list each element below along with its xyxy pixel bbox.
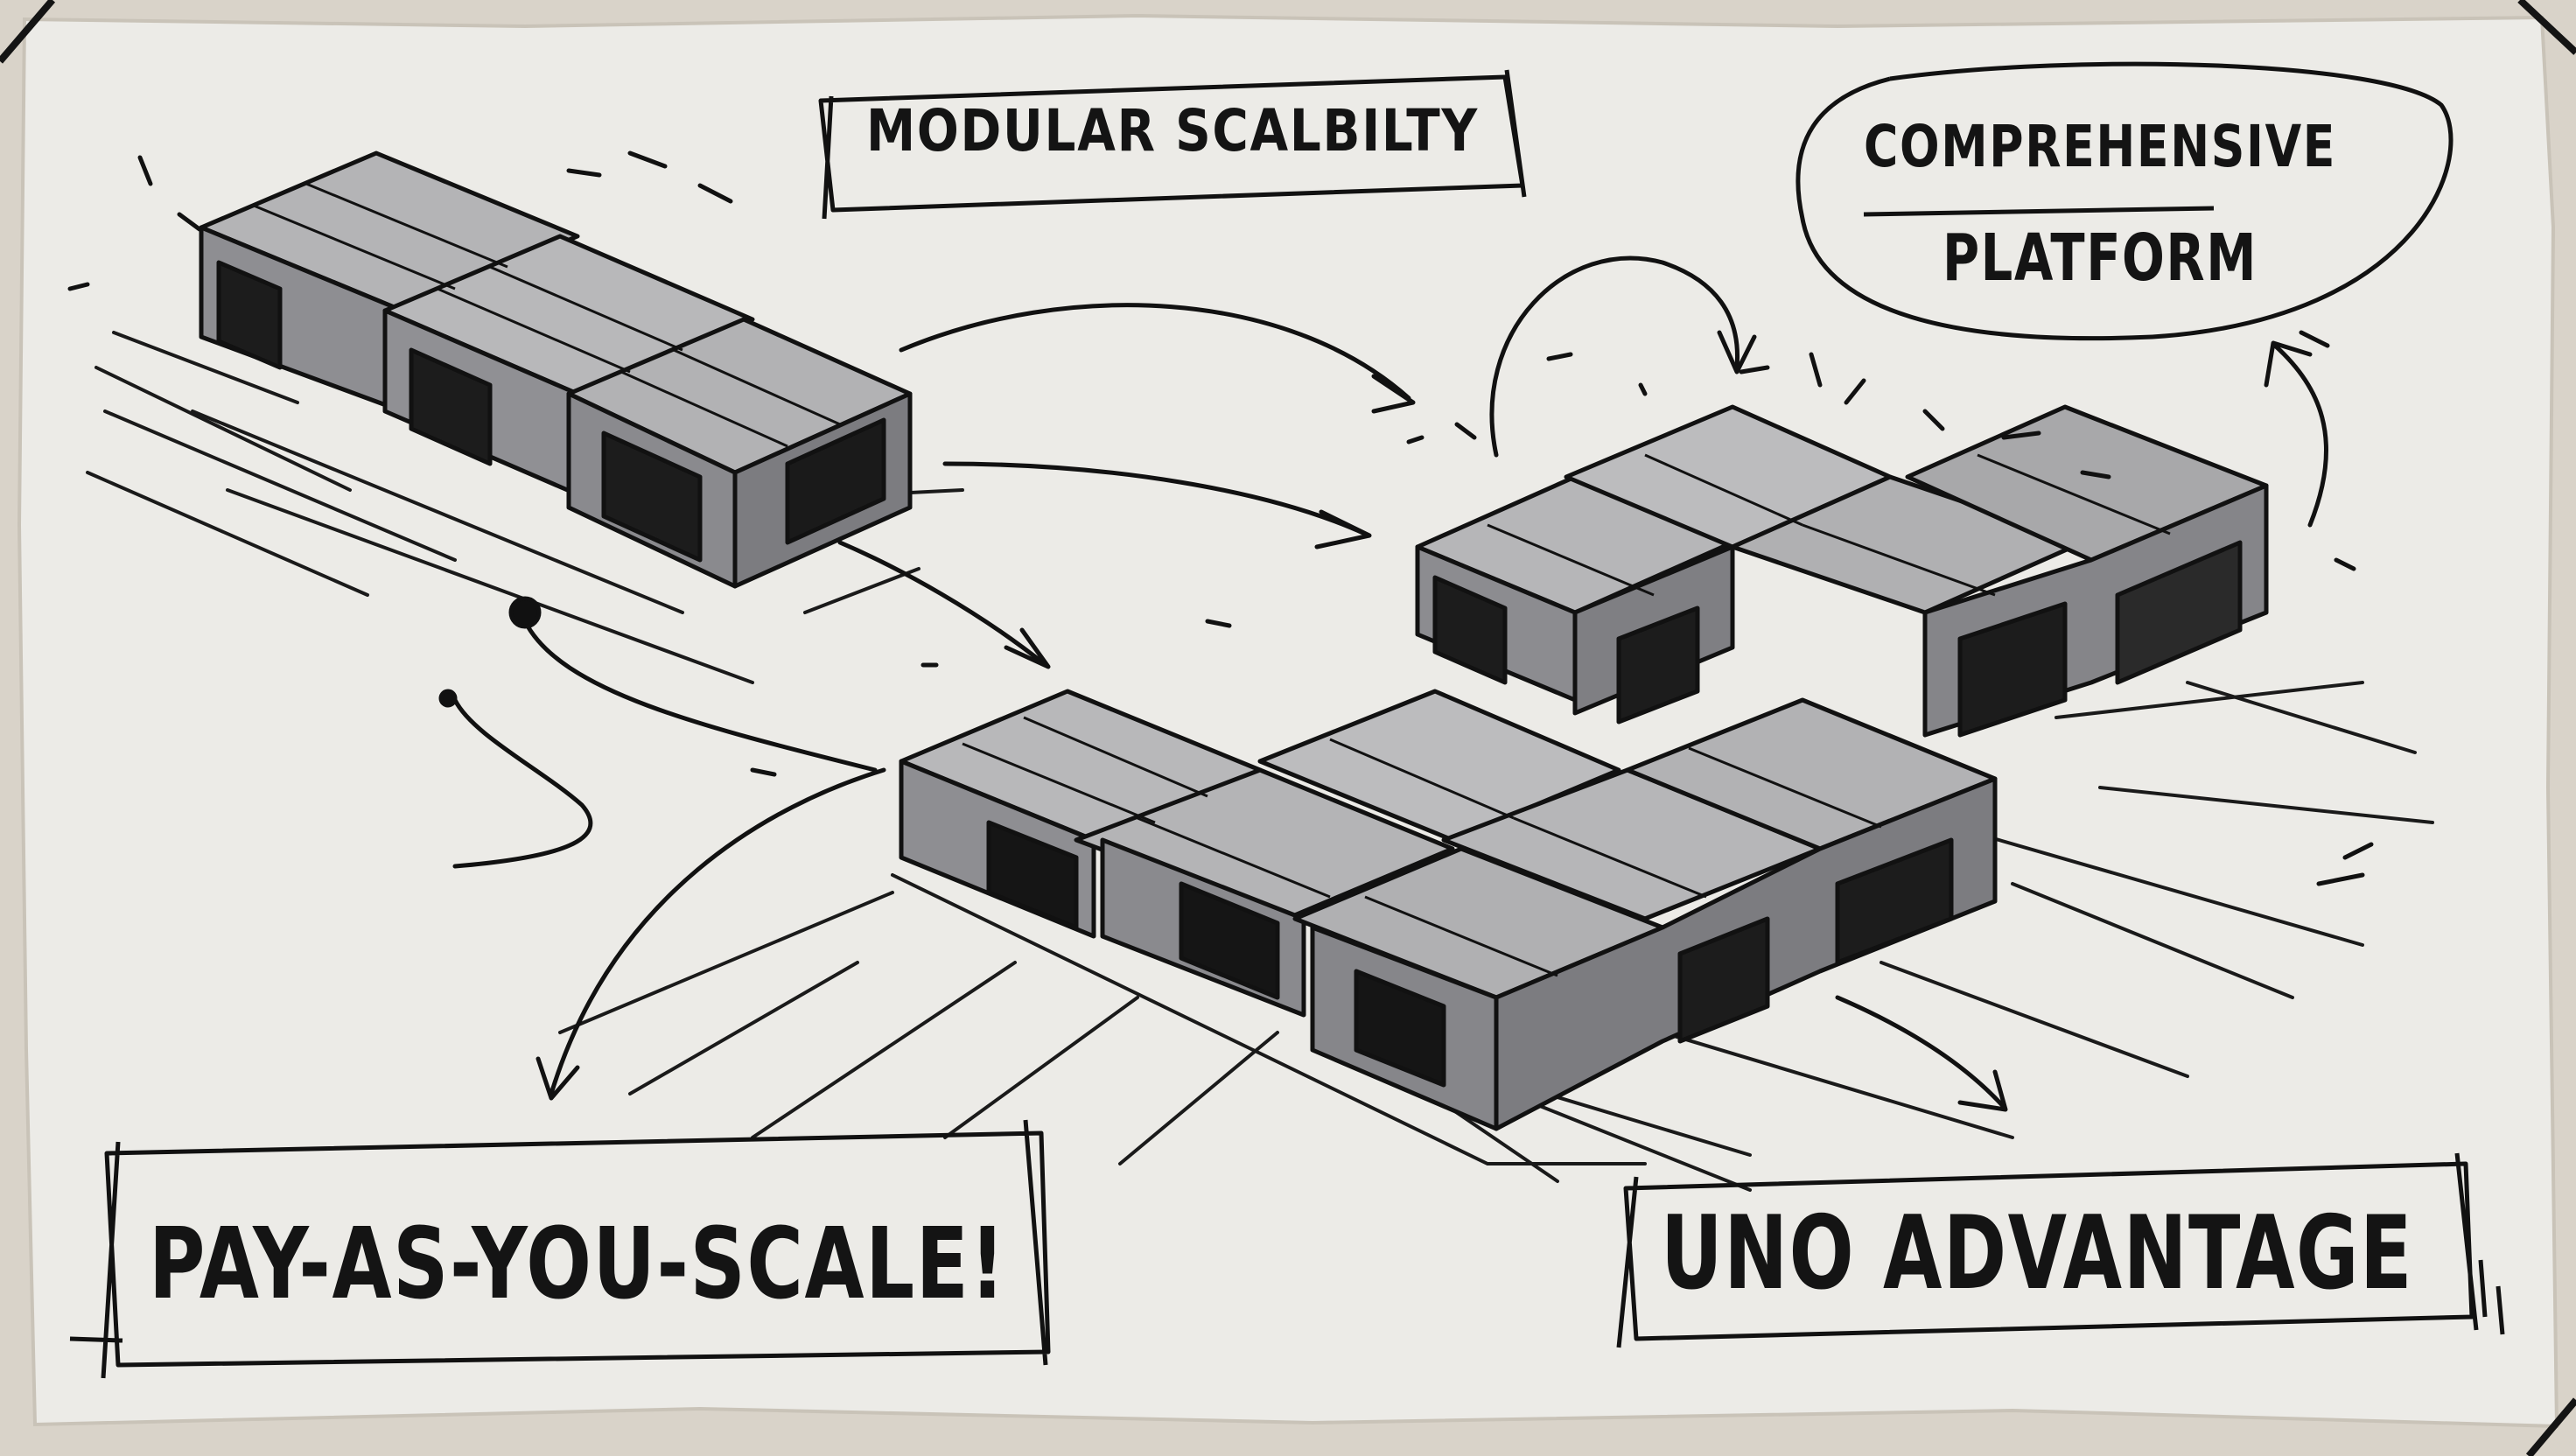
container-door [986,820,1079,930]
accent-strokes [67,150,2374,886]
label-text: MODULAR SCALBILTY [866,97,1479,164]
arrow-curve [1489,256,1740,458]
arrow-curve [522,619,878,773]
label-text: UNO ADVANTAGE [1661,1194,2413,1312]
arrow-curve [942,461,1368,536]
label-pay-as-you-scale: PAY-AS-YOU-SCALE! [69,1119,1051,1379]
label-underline [1863,206,2215,217]
arrow-curve [2272,343,2329,528]
arrow-head [1957,1069,2008,1112]
squiggle-dot [438,689,458,708]
label-frame [1616,1152,2505,1348]
container-top [1257,689,1621,843]
arrow-head [2264,340,2313,388]
container-vent [1677,916,1770,1044]
container-vent [1957,601,2068,738]
label-modular-scalability: MODULAR SCALBILTY [818,69,1527,220]
arrow-curve [1835,995,2006,1110]
container-vent [785,417,886,545]
arrow-head [1004,627,1051,669]
label-uno-advantage: UNO ADVANTAGE [1616,1152,2505,1348]
corner-mark-top-right [2517,0,2576,55]
arrow-head [1314,509,1372,550]
corner-mark-top-left [0,0,56,64]
container-door [409,347,493,466]
arrow-head [1371,374,1416,414]
label-frame [1796,61,2454,341]
container-door [1616,606,1700,724]
label-comprehensive-platform: COMPREHENSIVE PLATFORM [1796,61,2454,341]
arrow-head [536,1056,580,1101]
squiggle-line [452,697,593,869]
container-door [216,260,283,370]
label-text-line1: COMPREHENSIVE [1864,113,2336,180]
label-text: PAY-AS-YOU-SCALE! [149,1208,1006,1321]
container-vent [2115,540,2243,685]
label-frame [818,69,1527,220]
container-door [1179,881,1280,1000]
label-text-line2: PLATFORM [1942,220,2258,296]
corner-mark-bottom-right [2525,1397,2576,1456]
arrow-curve [899,303,1411,401]
container-group-small [199,150,913,589]
container-door [1432,575,1508,685]
arrow-head [1717,330,1757,374]
container-vent [1835,837,1954,965]
arrow-curve [549,767,886,1096]
label-frame [69,1119,1051,1379]
flow-arrows [438,256,2329,1112]
arrow-start-dot [508,596,542,629]
container-cluster-large [899,404,2269,1131]
container-door [1354,969,1446,1088]
arrow-curve [837,540,1048,668]
container-door [601,430,703,563]
